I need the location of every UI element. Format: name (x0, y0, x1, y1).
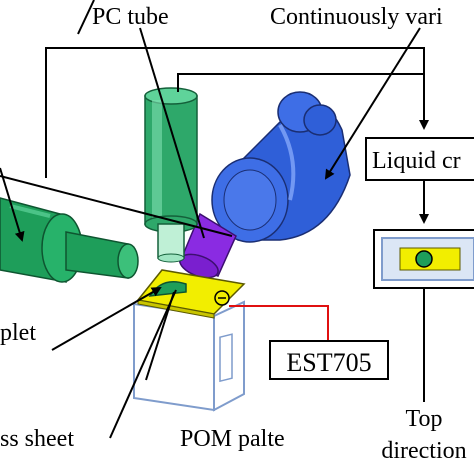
droplet-label: plet (0, 320, 36, 346)
electrode-minus-icon (214, 290, 230, 306)
pom-plate-box (133, 300, 245, 412)
glass-sheet-label: ss sheet (0, 426, 74, 452)
green-cylinder-device (0, 197, 139, 283)
liquid-crystal-label: Liquid cr (372, 148, 461, 174)
purple-tube (179, 212, 237, 279)
est705-box (269, 340, 389, 380)
pom-plate-label: POM palte (180, 426, 285, 452)
continuously-variable-label: Continuously vari (270, 4, 443, 30)
top-direction-label-line1: Top (406, 406, 443, 432)
connector-lines (0, 0, 429, 439)
pc-tube-label: PC tube (92, 4, 169, 30)
top-direction-view (373, 229, 474, 289)
blue-cylinder-device (211, 91, 351, 243)
top-direction-label-line2: direction (381, 438, 466, 464)
green-vertical-tube (144, 87, 198, 263)
est705-label: EST705 (286, 348, 371, 377)
liquid-crystal-box (365, 137, 474, 181)
red-wire (229, 305, 329, 340)
